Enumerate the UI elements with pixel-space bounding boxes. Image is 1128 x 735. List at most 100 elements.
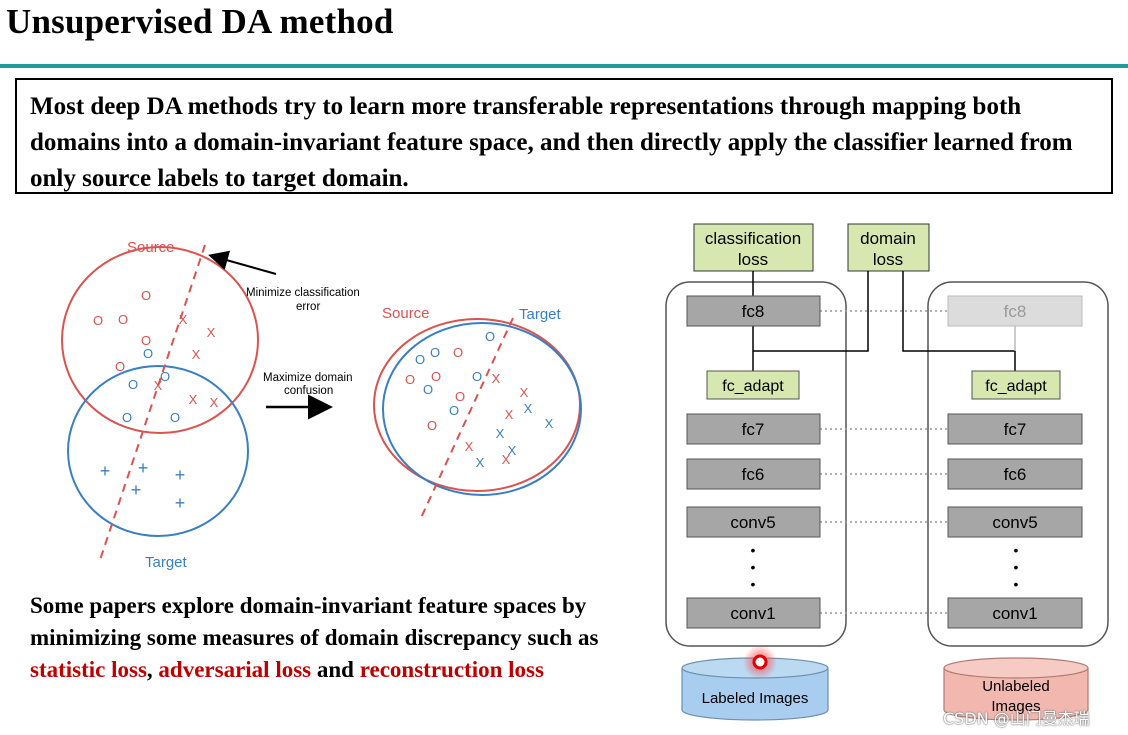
sample-marker: + [175,465,186,485]
left-fc-adapt-label: fc_adapt [722,378,784,395]
sample-marker: O [455,389,465,404]
left-conv1-label: conv1 [730,604,775,623]
sample-marker: O [472,369,482,384]
sample-marker: X [508,443,517,458]
left-fc8-label: fc8 [742,302,765,321]
maximize-label-line2: confusion [284,385,333,397]
left-fc7-label: fc7 [742,420,765,439]
minimize-label-line2: error [296,301,320,313]
source-domain-ellipse [61,246,259,434]
sample-marker: O [93,313,103,328]
sample-marker: O [423,382,433,397]
right-fc6-label: fc6 [1004,465,1027,484]
sample-marker: O [118,312,128,327]
right-conv1-box [947,597,1083,629]
sample-marker: O [160,369,170,384]
term-adversarial-loss: adversarial loss [158,657,312,682]
left-ellipsis-dot-3: • [751,576,756,592]
right-fc8-label: fc8 [1004,302,1027,321]
note-sep1: , [146,657,159,682]
left-fc6-label: fc6 [742,465,765,484]
domain-loss-box [847,223,930,272]
sample-marker: + [131,480,142,500]
right-fc7-label: fc7 [1004,420,1027,439]
sample-marker: X [179,312,188,327]
domain-loss-to-left-branch [753,271,869,352]
sample-marker: O [405,372,415,387]
left-conv1-box [686,597,821,629]
sample-marker: O [427,418,437,433]
sample-marker: X [492,371,501,386]
unlabeled-images-line1: Unlabeled [982,678,1050,695]
left-conv5-label: conv5 [730,513,775,532]
sample-marker: O [430,345,440,360]
right-fc-adapt-box [971,370,1061,400]
domain-loss-line1: domain [860,229,916,248]
target-network-container [927,281,1109,647]
sample-marker: O [143,346,153,361]
classification-loss-line2: loss [738,250,768,269]
sample-marker: X [192,347,201,362]
maximize-label-line1: Maximize domain [263,372,352,384]
before-adaptation-diagram: Source Target Minimize classification er… [61,239,360,571]
sample-marker: O [485,329,495,344]
sample-marker: O [122,410,132,425]
title-divider [0,64,1128,68]
sample-marker: + [138,458,149,478]
sample-marker: X [207,325,216,340]
left-conv5-box [686,506,821,538]
sample-marker: X [189,392,198,407]
right-ellipsis-dot-1: • [1014,542,1019,558]
aligned-decision-boundary [419,317,514,521]
sample-marker: X [524,401,533,416]
domain-loss-line2: loss [873,250,903,269]
left-fc8-box [686,295,821,327]
right-fc6-box [947,458,1083,490]
sample-marker: X [154,378,163,393]
after-target-label: Target [519,306,562,323]
classification-loss-box [693,223,814,272]
right-conv1-label: conv1 [992,604,1037,623]
sample-marker: O [141,333,151,348]
sample-marker: O [449,403,459,418]
right-conv5-label: conv5 [992,513,1037,532]
right-fc8-box [947,295,1083,327]
unlabeled-images-line2: Images [991,698,1040,715]
sample-marker: O [431,369,441,384]
labeled-images-label: Labeled Images [702,690,809,707]
left-fc7-box [686,413,821,445]
right-conv5-box [947,506,1083,538]
slide-title: Unsupervised DA method [6,2,394,41]
right-fc-adapt-label: fc_adapt [985,378,1047,395]
note-sep2: and [311,657,360,682]
sample-marker: X [496,426,505,441]
sample-marker: X [502,452,511,467]
sample-marker: O [128,377,138,392]
unlabeled-images-database: Unlabeled Images [943,657,1089,721]
sample-marker: X [545,416,554,431]
left-ellipsis-dot-2: • [751,559,756,575]
source-label: Source [127,239,175,256]
target-domain-ellipse [67,365,249,537]
minimize-arrow [208,250,277,275]
domain-loss-to-right-branch [902,271,1016,371]
left-fc-adapt-box [706,370,800,400]
sample-marker: O [415,352,425,367]
after-source-label: Source [382,305,430,322]
sample-marker: O [170,410,180,425]
sample-marker: + [100,461,111,481]
summary-text: Most deep DA methods try to learn more t… [30,93,1073,192]
right-fc7-box [947,413,1083,445]
note-prefix: Some papers explore domain-invariant fea… [30,593,599,650]
sample-marker: X [476,455,485,470]
aligned-target-ellipse [382,322,582,496]
minimize-label-line1: Minimize classification [246,287,360,299]
labeled-images-database: Labeled Images [681,657,829,721]
term-statistic-loss: statistic loss [30,657,147,682]
sample-marker: X [210,395,219,410]
summary-box: Most deep DA methods try to learn more t… [15,78,1113,194]
